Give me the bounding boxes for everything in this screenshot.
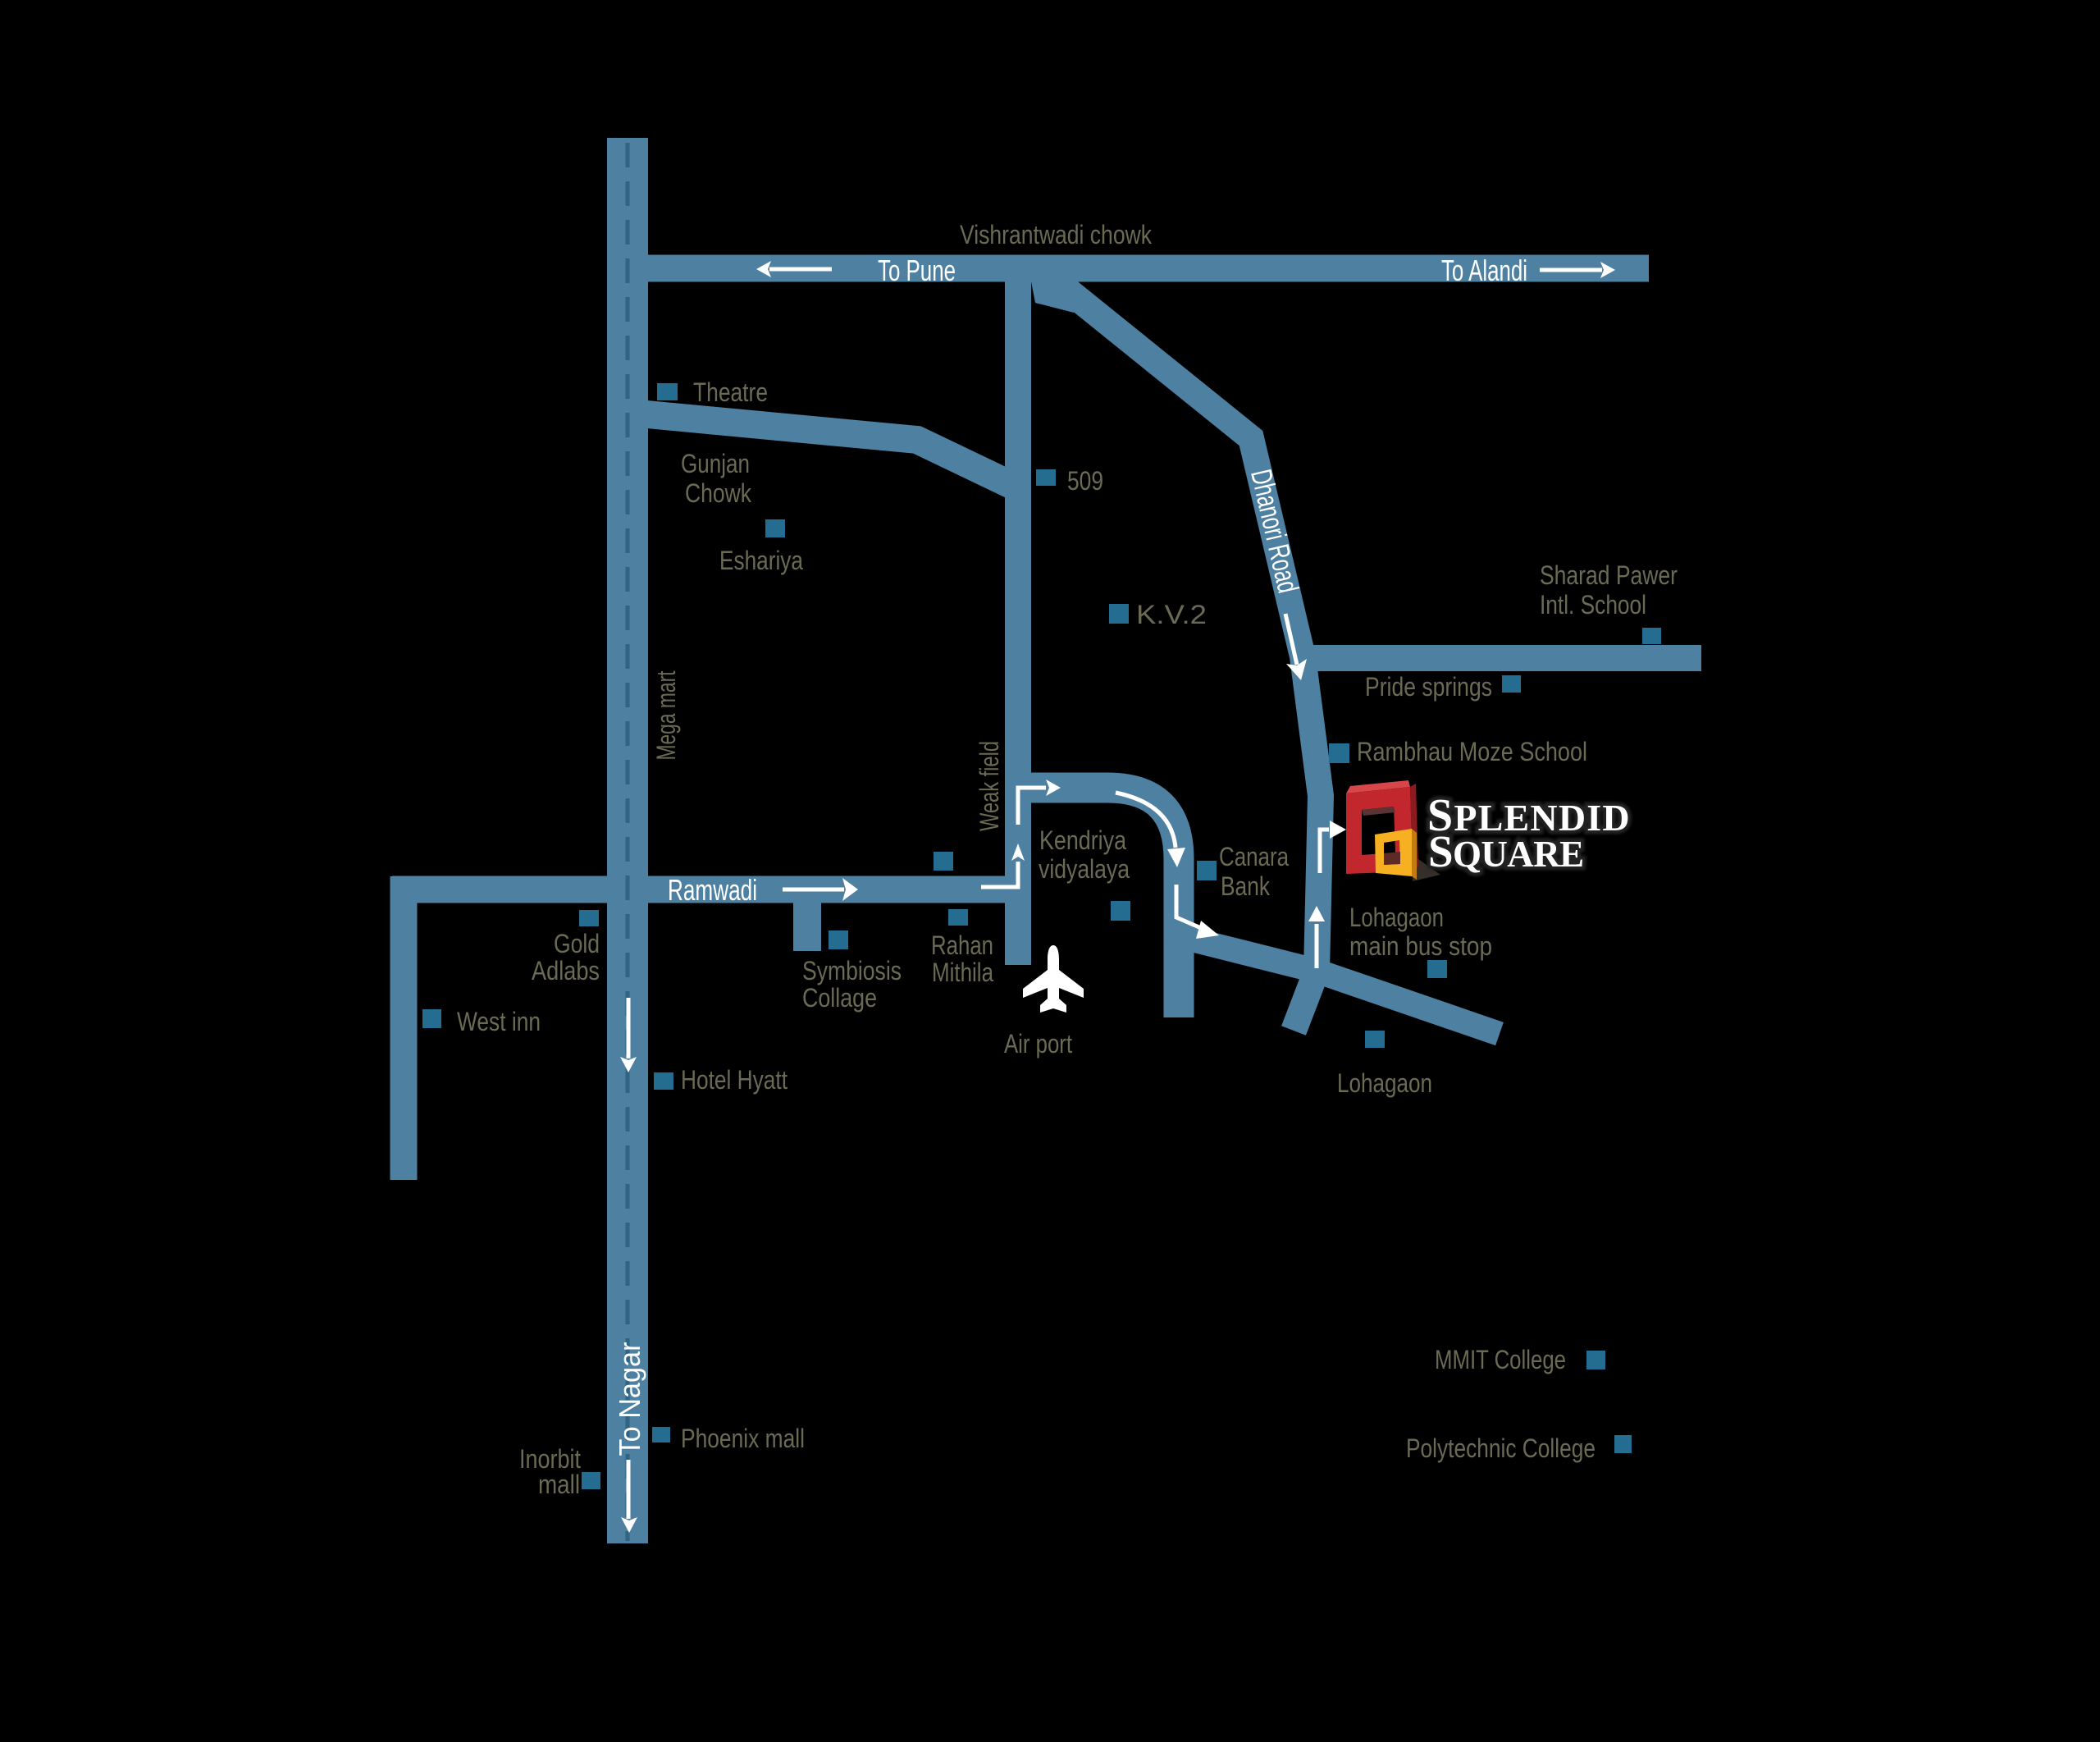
svg-text:Lohagaon: Lohagaon: [1337, 1068, 1432, 1098]
svg-text:Rambhau Moze School: Rambhau Moze School: [1357, 737, 1587, 766]
svg-text:Adlabs: Adlabs: [532, 956, 600, 985]
svg-text:Kendriya: Kendriya: [1039, 825, 1126, 855]
svg-text:MMIT College: MMIT College: [1435, 1345, 1566, 1374]
svg-text:Pride springs: Pride springs: [1365, 672, 1492, 702]
svg-text:Bank: Bank: [1221, 871, 1271, 901]
svg-text:vidyalaya: vidyalaya: [1039, 854, 1130, 884]
svg-text:Canara: Canara: [1219, 842, 1289, 871]
svg-text:SQUARE: SQUARE: [1428, 826, 1584, 876]
svg-text:Chowk: Chowk: [685, 478, 752, 508]
svg-text:Lohagaon: Lohagaon: [1349, 903, 1444, 932]
svg-text:K.V.2: K.V.2: [1136, 600, 1207, 629]
svg-text:SPLENDID: SPLENDID: [1427, 790, 1631, 841]
svg-text:Polytechnic College: Polytechnic College: [1406, 1433, 1596, 1463]
svg-text:Vishrantwadi chowk: Vishrantwadi chowk: [960, 220, 1153, 249]
svg-text:main bus stop: main bus stop: [1349, 931, 1492, 961]
svg-text:Collage: Collage: [802, 983, 877, 1013]
svg-text:Mithila: Mithila: [932, 958, 993, 987]
svg-text:Symbiosis: Symbiosis: [802, 956, 902, 985]
svg-text:Phoenix mall: Phoenix mall: [681, 1424, 805, 1453]
svg-text:Weak field: Weak field: [975, 741, 1004, 831]
svg-text:Ramwadi: Ramwadi: [668, 873, 757, 907]
svg-text:Air port: Air port: [1004, 1029, 1072, 1058]
svg-text:To Pune: To Pune: [878, 254, 956, 287]
svg-text:509: 509: [1067, 466, 1103, 496]
svg-text:Intl. School: Intl. School: [1540, 590, 1646, 620]
svg-text:Gold: Gold: [554, 929, 600, 958]
svg-text:Rahan: Rahan: [931, 930, 993, 960]
svg-text:Gunjan: Gunjan: [681, 449, 750, 478]
svg-text:Hotel Hyatt: Hotel Hyatt: [681, 1065, 788, 1095]
svg-text:Eshariya: Eshariya: [719, 546, 803, 575]
svg-text:SPLENDID: SPLENDID: [1427, 790, 1631, 841]
svg-text:To Alandi: To Alandi: [1441, 254, 1527, 287]
svg-text:To Nagar: To Nagar: [613, 1342, 646, 1456]
svg-text:Mega mart: Mega mart: [651, 670, 681, 760]
svg-text:Theatre: Theatre: [693, 377, 768, 407]
svg-text:mall: mall: [538, 1470, 580, 1499]
svg-text:West inn: West inn: [457, 1007, 541, 1036]
svg-text:Inorbit: Inorbit: [519, 1444, 581, 1474]
svg-text:Sharad Pawer: Sharad Pawer: [1540, 560, 1678, 590]
